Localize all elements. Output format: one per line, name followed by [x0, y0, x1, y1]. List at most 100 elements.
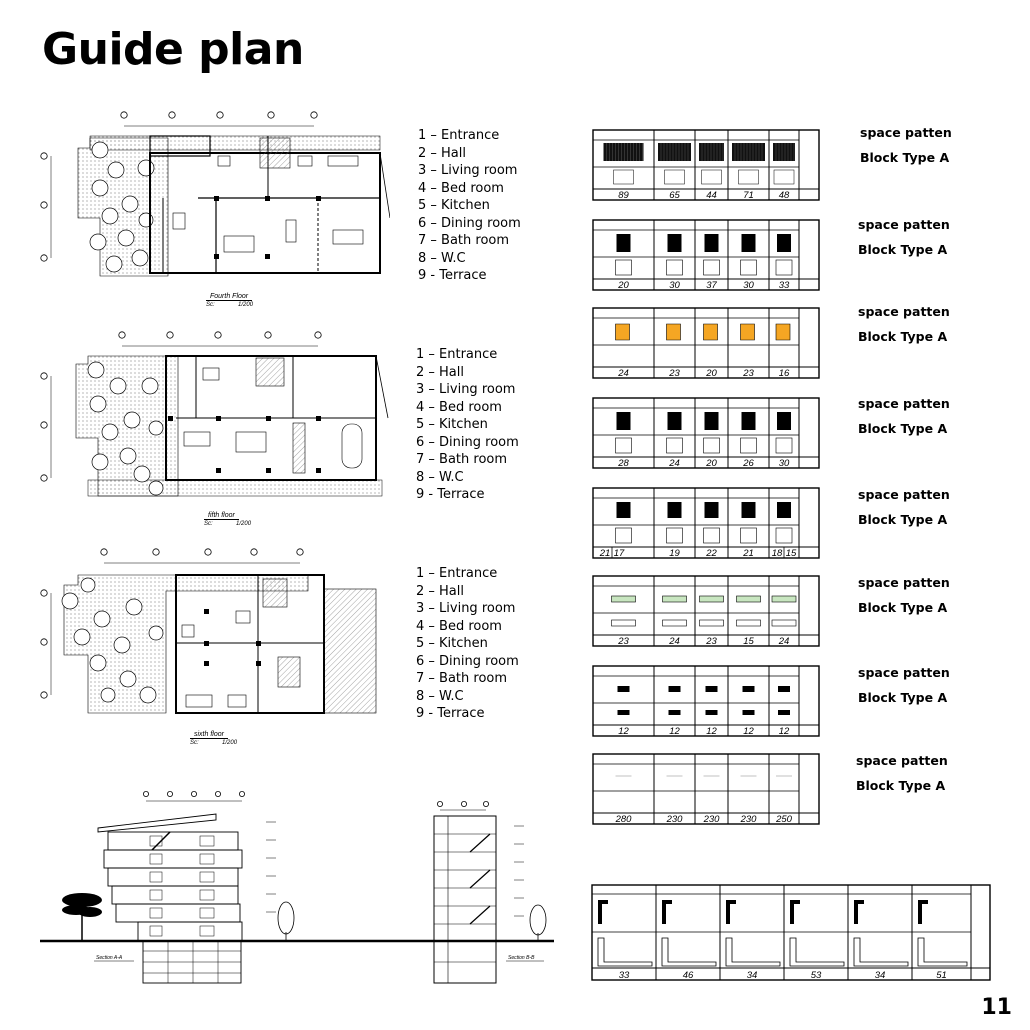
pattern-mark — [771, 595, 797, 603]
room-legend: 1 – Entrance 2 – Hall 3 – Living room 4 … — [418, 127, 521, 285]
pattern-value: 17 — [614, 548, 625, 559]
pattern-value: 15 — [743, 636, 754, 647]
pattern-mark — [611, 595, 636, 603]
pattern-value: 23 — [705, 636, 717, 647]
pattern-value: 46 — [683, 970, 694, 981]
pattern-value: 26 — [742, 458, 754, 469]
pattern-mark — [775, 259, 793, 276]
floor-name: fifth floor — [204, 512, 239, 520]
pattern-mark — [738, 169, 759, 185]
block-label: Block Type A — [858, 242, 948, 257]
pattern-value: 16 — [779, 368, 790, 379]
pattern-value: 230 — [703, 814, 721, 825]
pattern-label: space patten — [860, 125, 952, 140]
pattern-mark — [662, 595, 687, 603]
pattern-mark — [667, 412, 682, 430]
scale-value: 1/200 — [236, 521, 252, 527]
pattern-mark — [658, 143, 691, 161]
legend-item: 1 – Entrance — [418, 128, 500, 143]
page-number: 11 — [981, 995, 1012, 1020]
pattern-mark — [598, 900, 608, 924]
pattern-mark — [662, 619, 687, 627]
legend-item: 6 – Dining room — [418, 215, 521, 231]
legend-item: 5 – Kitchen — [416, 636, 488, 651]
pattern-mark — [668, 686, 681, 692]
pattern-mark — [616, 412, 631, 430]
pattern-value: 34 — [875, 970, 886, 981]
pattern-mark — [740, 323, 755, 341]
pattern-value: 51 — [936, 970, 947, 981]
scale-label: Sc: — [204, 521, 213, 527]
pattern-mark — [699, 595, 724, 603]
page-title: Guide plan — [42, 24, 304, 75]
block-label: Block Type A — [858, 421, 948, 436]
floor-name: sixth floor — [190, 731, 228, 739]
pattern-mark — [616, 234, 631, 252]
floor-plan-fourth — [40, 111, 390, 277]
legend-item: 8 – W.C — [416, 469, 464, 485]
legend-item: 7 – Bath room — [416, 452, 508, 467]
pattern-mark — [668, 710, 681, 715]
pattern-value: 23 — [668, 368, 680, 379]
pattern-value: 71 — [743, 190, 754, 201]
pattern-value: 250 — [775, 814, 793, 825]
pattern-value: 53 — [811, 970, 822, 981]
pattern-mark — [742, 686, 755, 692]
legend-item: 7 – Bath room — [418, 233, 510, 248]
pattern-mark — [664, 169, 685, 185]
block-label: Block Type A — [858, 512, 948, 527]
pattern-label: space patten — [858, 396, 950, 411]
pattern-mark — [775, 527, 793, 544]
pattern-mark — [918, 900, 928, 924]
pattern-mark — [699, 619, 724, 627]
pattern-mark — [742, 710, 755, 715]
pattern-value: 24 — [778, 636, 790, 647]
pattern-value: 12 — [743, 726, 754, 737]
room-legend: 1 – Entrance 2 – Hall 3 – Living room 4 … — [416, 565, 519, 723]
pattern-value: 12 — [669, 726, 680, 737]
pattern-value: 12 — [618, 726, 629, 737]
pattern-mark — [771, 619, 797, 627]
pattern-value: 18 — [772, 548, 783, 559]
pattern-mark — [741, 502, 756, 518]
scale-value: 1/200 — [238, 302, 254, 308]
pattern-mark — [616, 502, 631, 518]
pattern-value: 44 — [706, 190, 717, 201]
pattern-value: 65 — [669, 190, 680, 201]
legend-item: 9 - Terrace — [416, 487, 485, 502]
floor-plan-sixth — [40, 548, 377, 714]
pattern-mark — [775, 323, 791, 341]
pattern-mark — [773, 143, 795, 161]
legend-item: 9 - Terrace — [418, 268, 487, 283]
legend-item: 3 – Living room — [416, 601, 516, 616]
pattern-mark — [736, 619, 761, 627]
legend-item: 1 – Entrance — [416, 347, 498, 362]
pattern-mark — [740, 437, 757, 454]
pattern-value: 30 — [779, 458, 790, 469]
pattern-mark — [703, 527, 720, 544]
pattern-mark — [777, 412, 791, 430]
pattern-value: 20 — [705, 368, 717, 379]
pattern-mark — [778, 686, 790, 692]
pattern-mark — [666, 259, 683, 276]
pattern-mark — [617, 686, 630, 692]
pattern-value: 34 — [747, 970, 758, 981]
legend-item: 4 – Bed room — [416, 618, 502, 634]
pattern-label: space patten — [858, 487, 950, 502]
pattern-mark — [773, 169, 795, 185]
pattern-value: 37 — [706, 280, 717, 291]
pattern-mark — [775, 437, 793, 454]
pattern-mark — [741, 412, 756, 430]
pattern-mark — [701, 169, 722, 185]
legend-item: 3 – Living room — [418, 163, 518, 178]
pattern-mark — [736, 595, 761, 603]
pattern-mark — [703, 437, 720, 454]
pattern-value: 230 — [666, 814, 684, 825]
legend-item: 5 – Kitchen — [418, 198, 490, 213]
pattern-mark — [777, 502, 791, 518]
pattern-value: 22 — [705, 548, 717, 559]
